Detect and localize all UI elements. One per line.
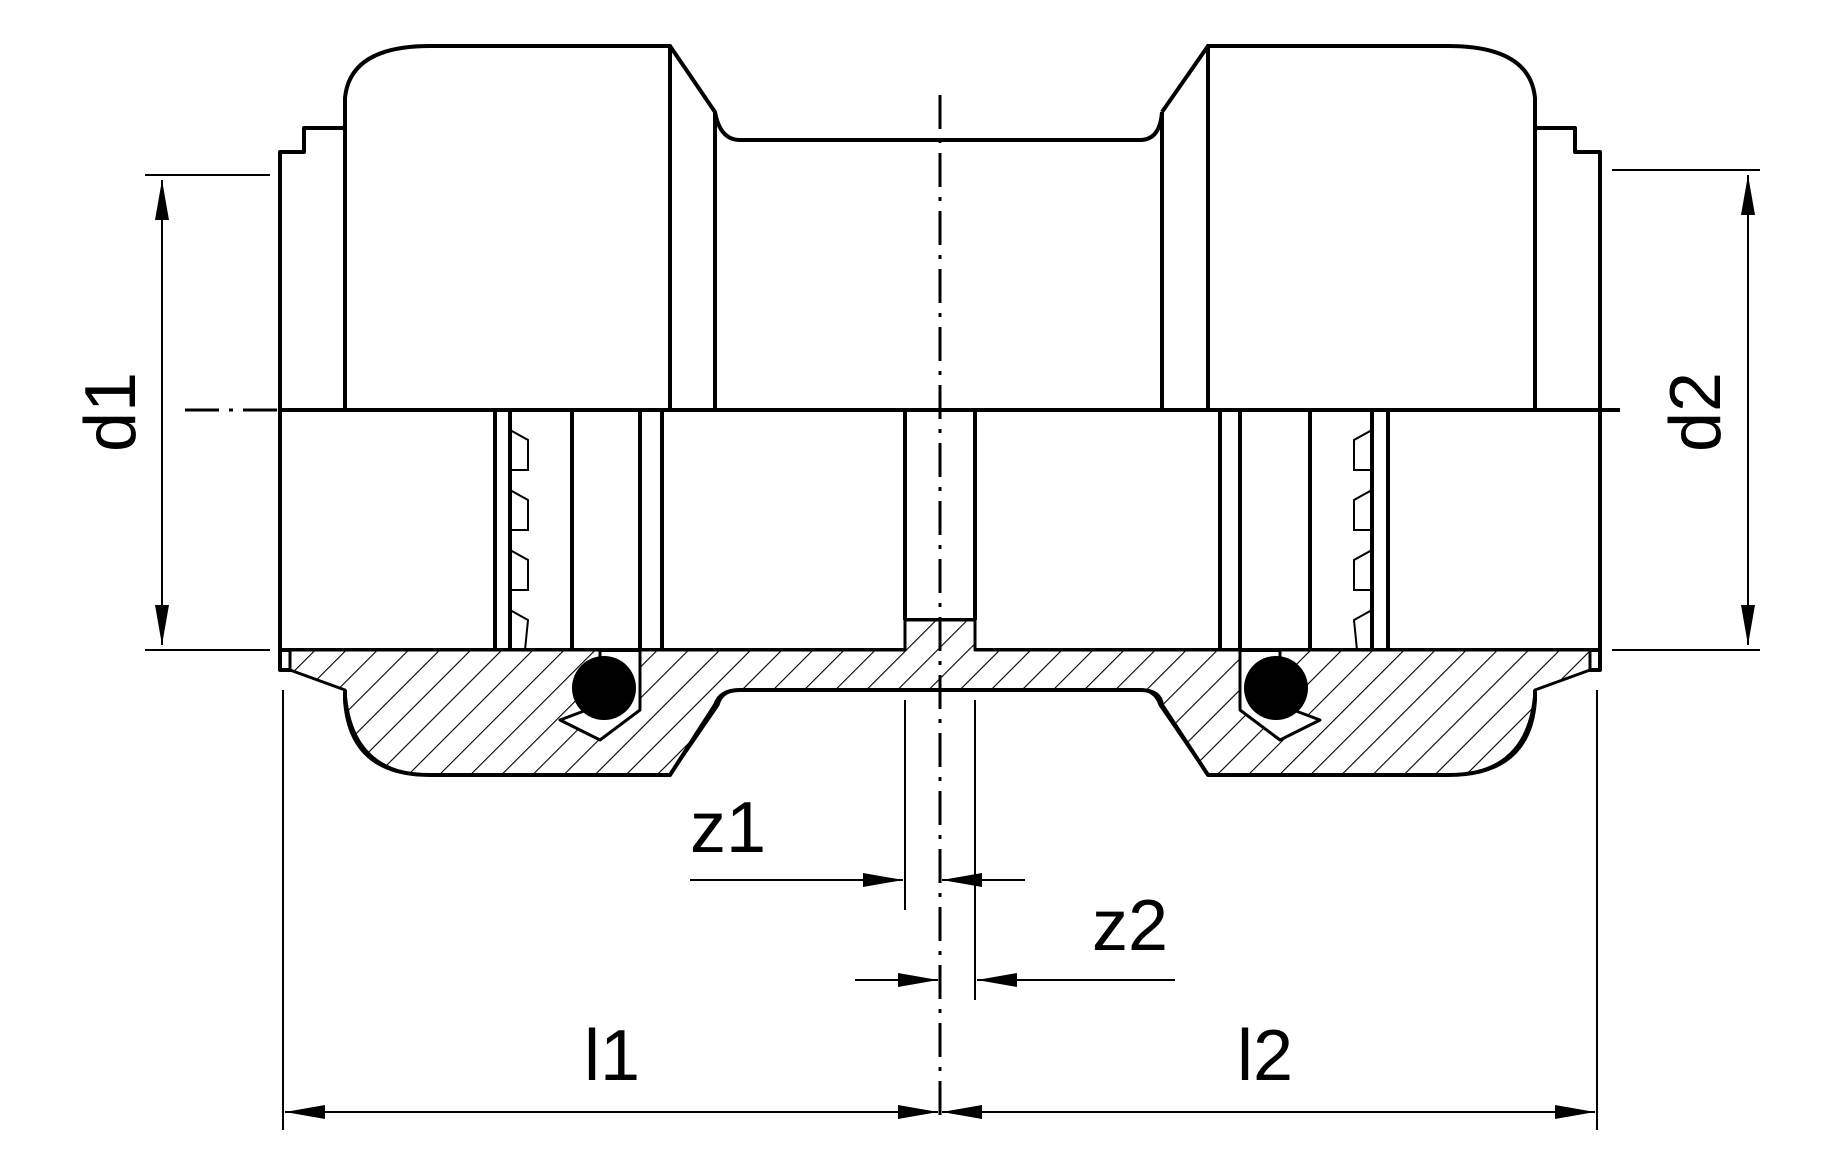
o-ring-left: [572, 656, 636, 720]
label-l1: l1: [584, 1016, 640, 1096]
grip-ring-left: [509, 429, 530, 701]
dimension-d2: d2: [1612, 169, 1760, 651]
left-shoulder: [668, 44, 717, 410]
grip-ring-right: [1352, 429, 1373, 701]
dimension-z1: z1: [690, 700, 1025, 910]
label-d1: d1: [71, 372, 151, 452]
right-nut: [1206, 44, 1537, 410]
right-shoulder: [1160, 44, 1210, 410]
coupling-exterior-view: [278, 44, 1602, 410]
label-d2: d2: [1656, 372, 1736, 452]
dimension-l2: l2: [942, 690, 1598, 1130]
left-nut: [343, 44, 672, 410]
label-l2: l2: [1237, 1016, 1293, 1096]
coupling-section-view: [278, 410, 1602, 777]
right-pipe-stub: [1533, 126, 1602, 410]
label-z1: z1: [690, 788, 766, 868]
label-z2: z2: [1092, 886, 1168, 966]
pipe-bore-left: [278, 410, 310, 672]
dimension-d1: d1: [71, 174, 270, 651]
dimension-z2: z2: [855, 700, 1175, 1000]
pipe-bore-right: [1570, 410, 1602, 672]
left-pipe-stub: [278, 126, 347, 410]
dimension-l1: l1: [282, 690, 938, 1130]
o-ring-right: [1244, 656, 1308, 720]
